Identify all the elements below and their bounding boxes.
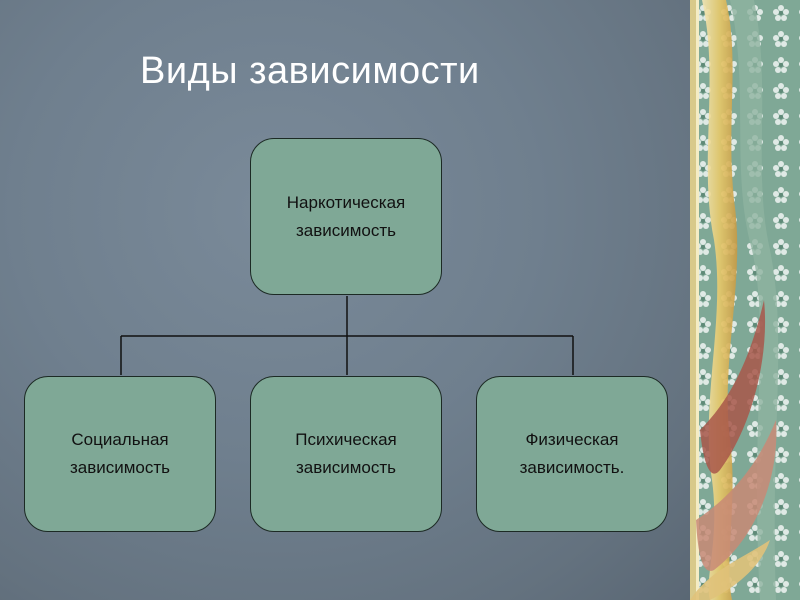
child-node-label: Психическая зависимость xyxy=(295,430,397,477)
root-node: Наркотическая зависимость xyxy=(250,138,442,295)
connector-lines xyxy=(120,296,574,375)
child-node-physical: Физическая зависимость. xyxy=(476,376,668,532)
child-node-label: Физическая зависимость. xyxy=(519,430,625,477)
child-node-psychic: Психическая зависимость xyxy=(250,376,442,532)
child-node-social: Социальная зависимость xyxy=(24,376,216,532)
root-node-label: Наркотическая зависимость xyxy=(286,192,406,240)
slide: Виды зависимости Наркотическая зависимос… xyxy=(0,0,690,600)
decorative-pattern xyxy=(690,0,800,600)
child-node-label: Социальная зависимость xyxy=(69,430,171,477)
decorative-sidebar xyxy=(690,0,800,600)
slide-title: Виды зависимости xyxy=(140,50,480,92)
